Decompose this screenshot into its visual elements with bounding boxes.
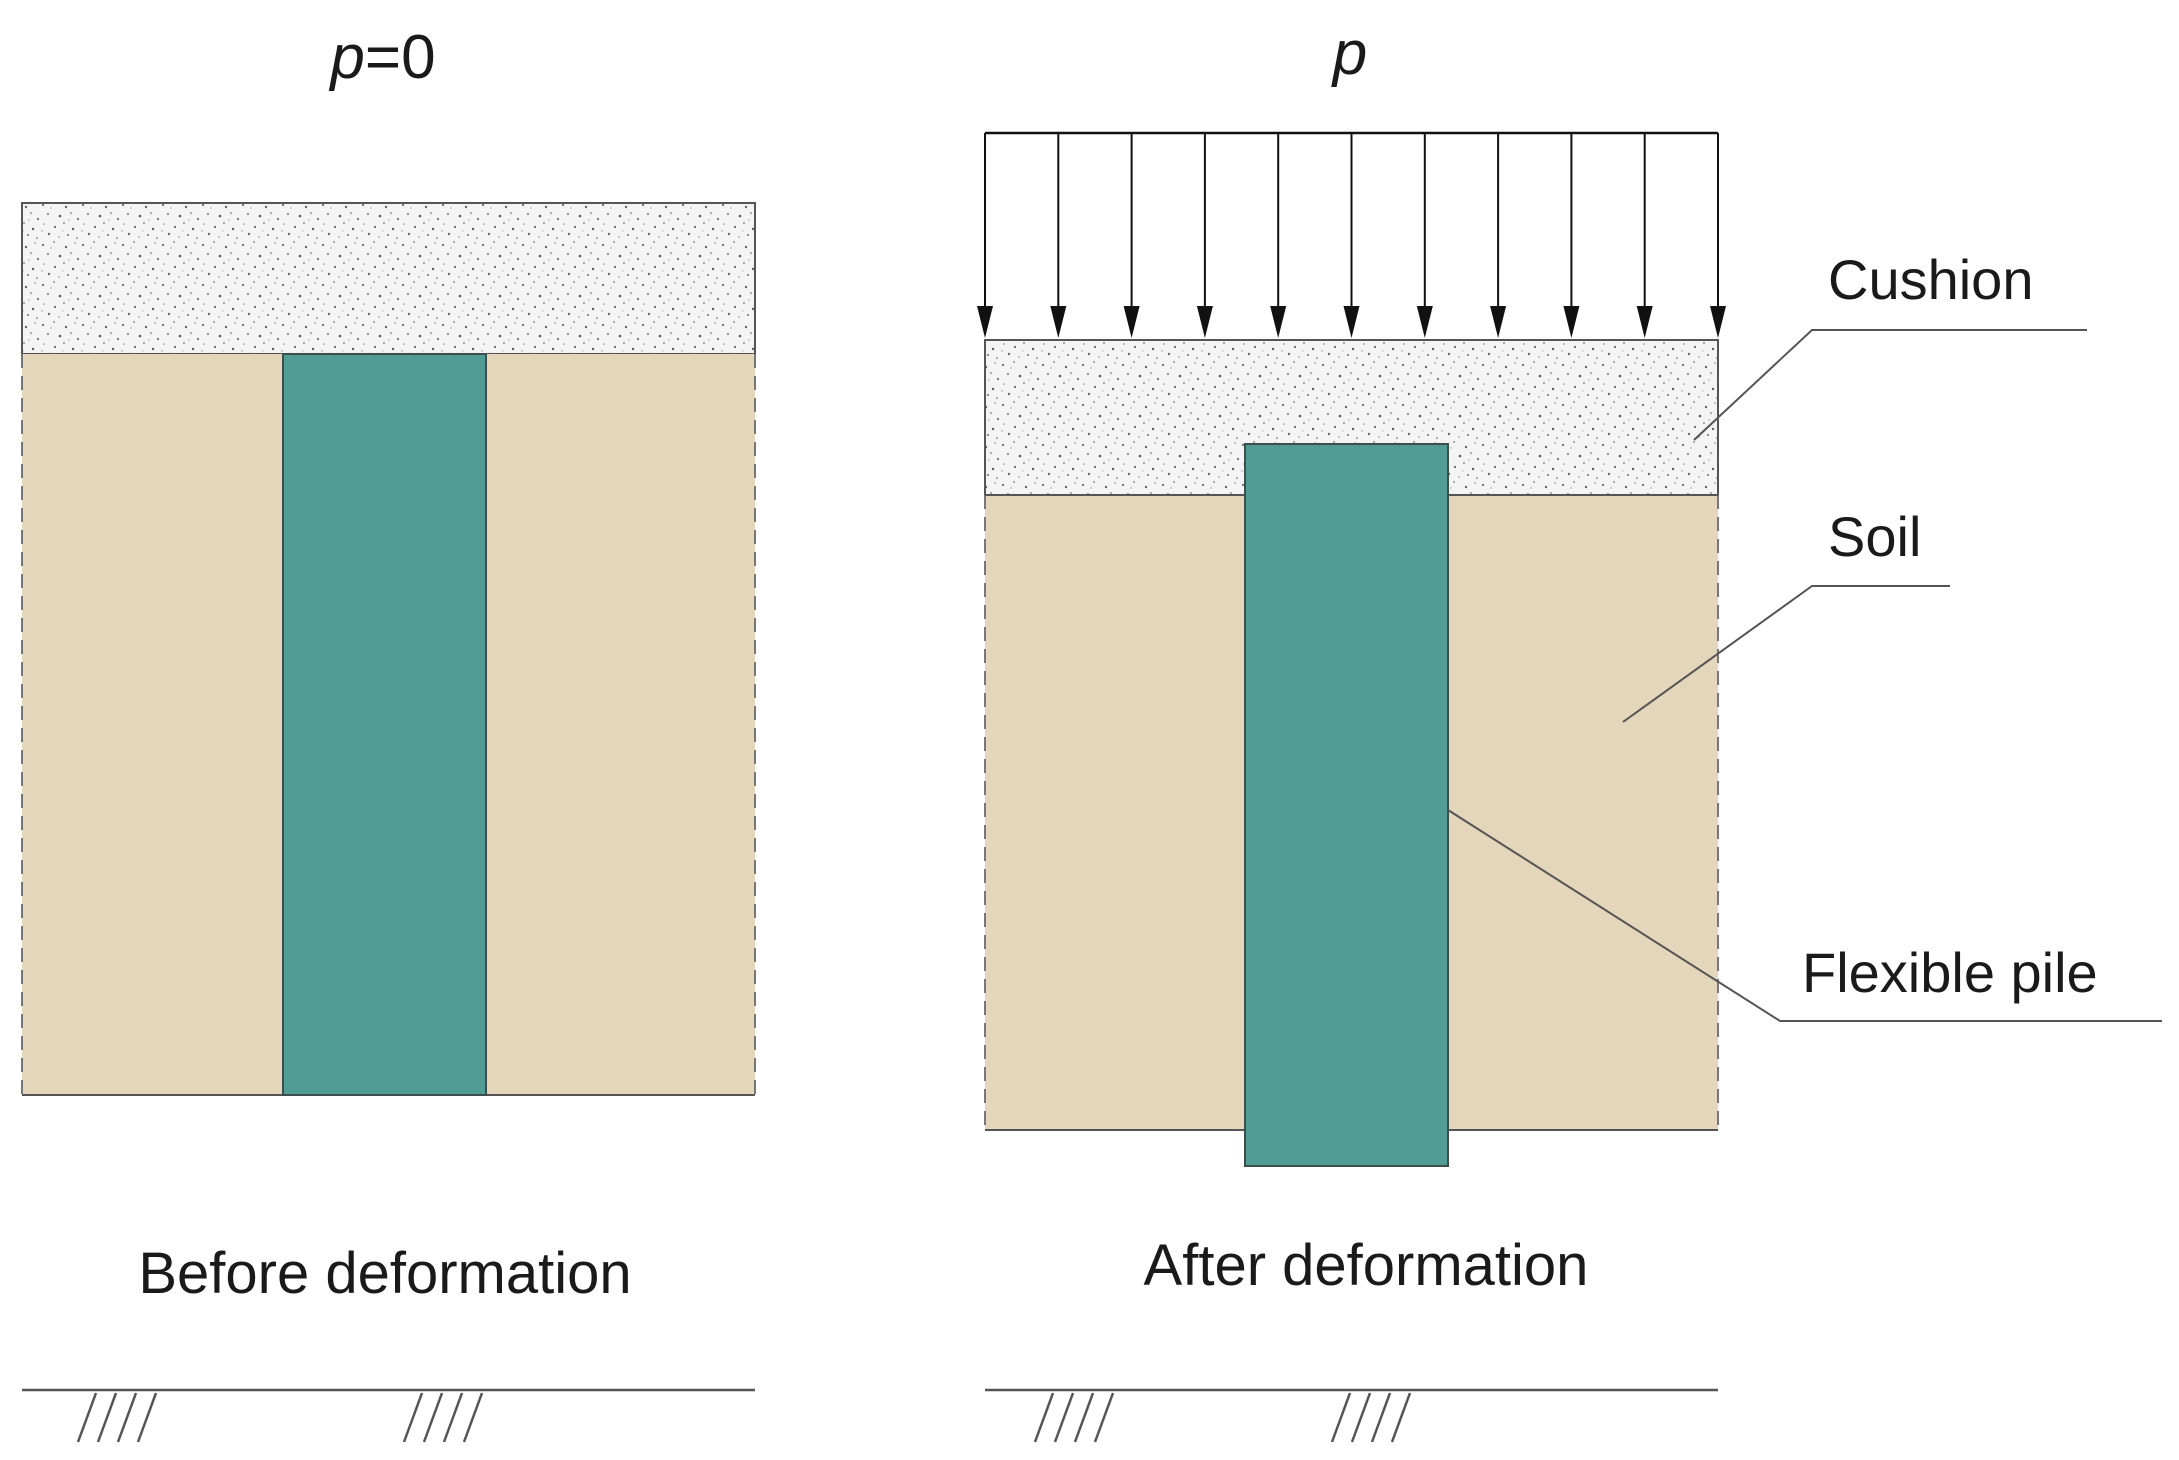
callout-flexible-pile: Flexible pile — [1447, 809, 2162, 1022]
load-arrow-head — [1050, 306, 1067, 338]
left-load-var: p — [328, 23, 364, 92]
right-panel: p After deformation — [977, 19, 1726, 1443]
callout-cushion: Cushion — [1693, 248, 2087, 441]
left-caption: Before deformation — [138, 1241, 631, 1306]
load-arrow-head — [1490, 306, 1507, 338]
right-pile — [1244, 443, 1449, 1167]
load-arrow-head — [1196, 306, 1213, 338]
callout-cushion-label: Cushion — [1828, 248, 2033, 311]
load-arrow-head — [1123, 306, 1140, 338]
callout-soil-label: Soil — [1828, 505, 1921, 568]
right-caption: After deformation — [1144, 1233, 1589, 1298]
callout-flexible-pile-label: Flexible pile — [1802, 941, 2098, 1004]
load-arrow-head — [1636, 306, 1653, 338]
load-arrow-head — [1710, 306, 1726, 338]
load-arrow-head — [977, 306, 993, 338]
right-ground-hatch-2 — [1330, 1392, 1412, 1443]
left-ground-hatch-2 — [402, 1392, 484, 1443]
left-cushion — [21, 202, 756, 355]
load-arrow-head — [1563, 306, 1580, 338]
left-panel: p=0 Before deformation — [21, 23, 756, 1443]
load-arrow-head — [1270, 306, 1287, 338]
callout-soil-leader — [1622, 585, 1950, 723]
right-load-label: p — [1331, 19, 1367, 88]
right-ground-hatch-1 — [1033, 1392, 1115, 1443]
callout-flexible-pile-leader — [1447, 809, 2162, 1022]
left-load-rest: =0 — [365, 23, 436, 92]
callout-cushion-leader — [1693, 329, 2087, 441]
callout-soil: Soil — [1622, 505, 1950, 723]
load-arrow-head — [1343, 306, 1360, 338]
left-ground-hatch-1 — [76, 1392, 158, 1443]
left-pile — [282, 353, 487, 1096]
load-arrows — [977, 133, 1726, 338]
load-arrow-head — [1416, 306, 1433, 338]
left-load-label: p=0 — [328, 23, 435, 92]
